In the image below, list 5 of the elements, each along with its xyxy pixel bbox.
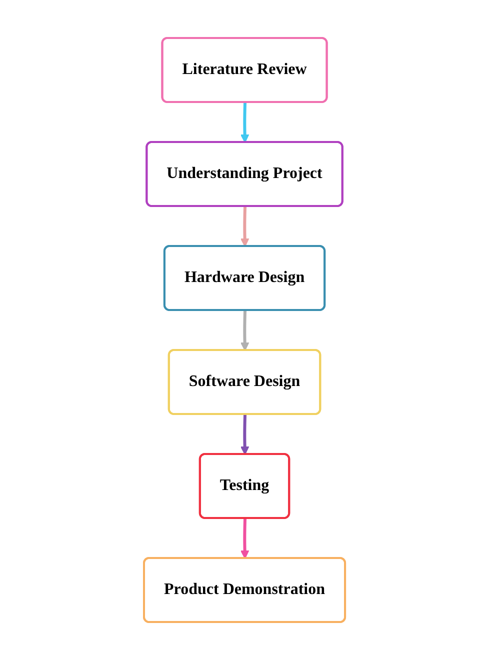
arrow: [240, 414, 250, 454]
arrow: [240, 102, 250, 142]
arrow: [240, 206, 250, 246]
arrow: [240, 518, 250, 558]
arrow: [240, 310, 250, 350]
